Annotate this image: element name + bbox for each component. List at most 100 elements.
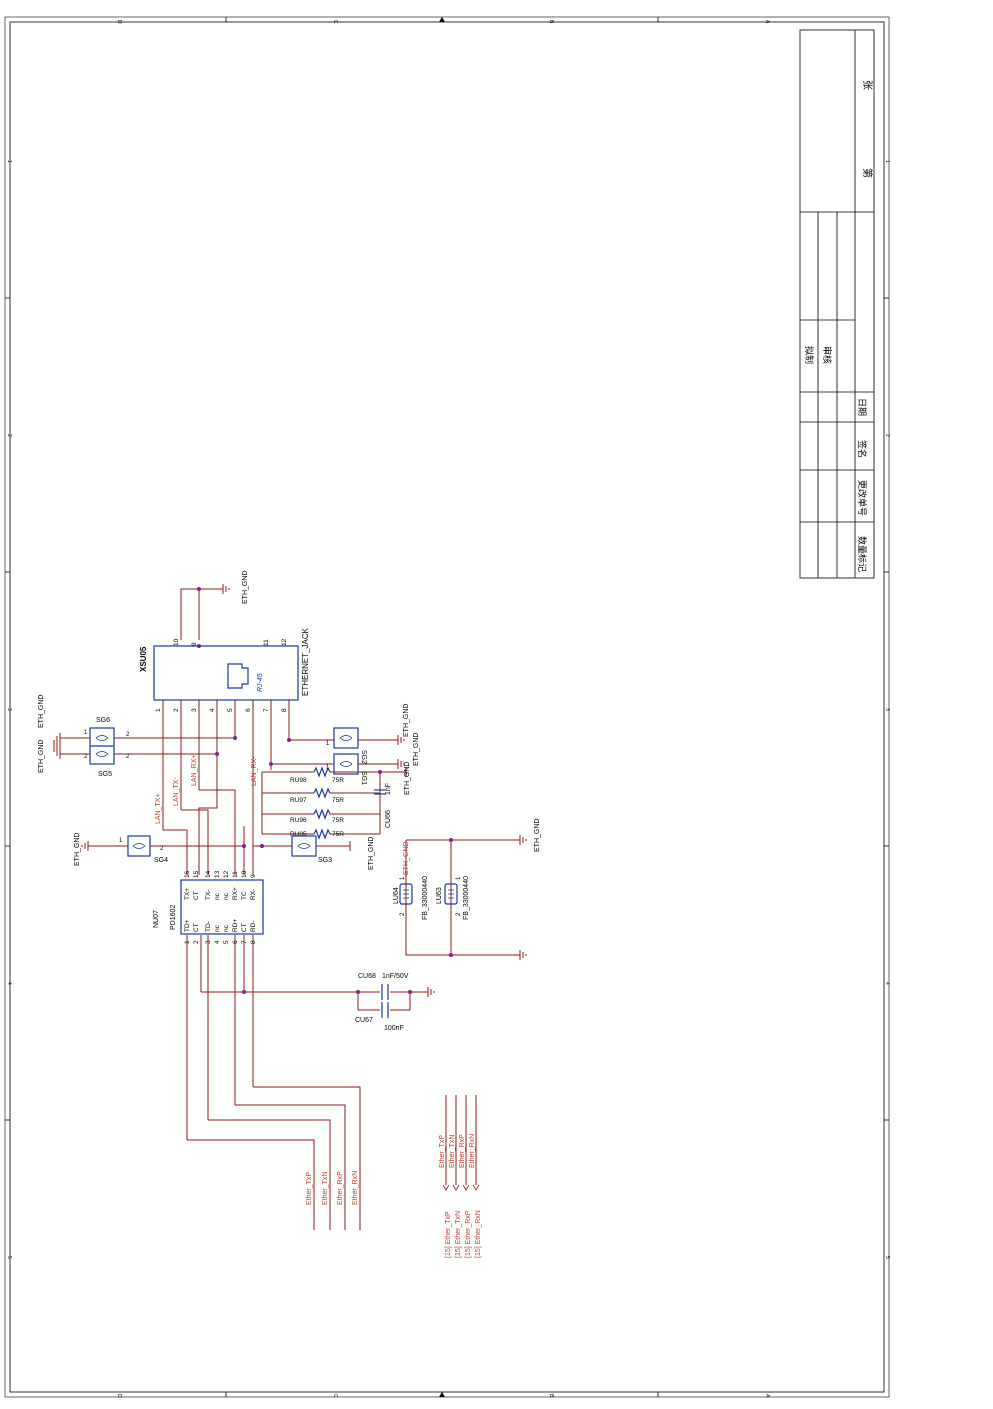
- xf-top-pin-name: TC: [241, 891, 248, 900]
- net-eth-gnd-red: ETH_GND: [403, 842, 410, 875]
- svg-text:1: 1: [119, 838, 123, 844]
- xf-bottom-pin-name: TD-: [205, 921, 212, 932]
- svg-text:Ether_RxP: Ether_RxP: [337, 1171, 344, 1205]
- svg-text:[15] Ether_RxN: [15] Ether_RxN: [475, 1210, 482, 1258]
- svg-text:3: 3: [191, 708, 198, 712]
- zone-number: 4: [6, 982, 12, 985]
- components: [89, 645, 458, 1018]
- center-mark-bottom: [439, 1392, 445, 1397]
- xf-bottom-pin-number: 6: [232, 940, 239, 944]
- svg-text:2: 2: [400, 912, 406, 916]
- sg1-tube: [333, 753, 359, 775]
- sg2-tube: [333, 727, 359, 749]
- zone-letter: C: [332, 20, 338, 24]
- svg-text:1: 1: [84, 730, 88, 736]
- zone-letter: B: [548, 1394, 554, 1398]
- cu68-ref: CU68: [358, 973, 376, 980]
- svg-text:Ether_TxP: Ether_TxP: [306, 1172, 313, 1205]
- svg-text:5: 5: [227, 708, 234, 712]
- xf-top-pin-number: 11: [232, 871, 239, 878]
- zone-number: 2: [6, 434, 12, 437]
- ru95-resistor: [313, 828, 331, 840]
- header-change-no: 更改单号: [856, 480, 868, 516]
- svg-text:SG5: SG5: [98, 771, 112, 778]
- xf-bottom-pin-name: RD+: [232, 919, 239, 932]
- ru96-resistor: [313, 808, 331, 820]
- net-lan-tx-minus: LAN_TX-: [173, 777, 180, 806]
- ground-icon: [222, 584, 230, 594]
- outer-frame: [9, 21, 885, 1393]
- svg-text:2: 2: [126, 732, 130, 738]
- svg-text:6: 6: [245, 708, 252, 712]
- svg-text:Ether_RxN: Ether_RxN: [469, 1134, 476, 1168]
- ground-icon: [519, 950, 527, 960]
- ethernet-jack: [153, 645, 299, 701]
- zone-number: 2: [884, 434, 890, 437]
- rj45-icon: [227, 663, 249, 689]
- zone-number: 1: [6, 160, 12, 163]
- xf-top-pin-number: 12: [223, 870, 230, 878]
- svg-text:RU96: RU96: [290, 817, 307, 824]
- net-lan-rx-minus: LAN_RX-: [251, 756, 258, 786]
- zone-letter: D: [116, 20, 122, 24]
- xf-top-pin-number: 14: [205, 870, 212, 878]
- svg-text:1: 1: [456, 876, 462, 880]
- xf-bottom-pin-name: nc: [223, 924, 230, 932]
- header-date: 日期: [856, 398, 867, 416]
- zone-number: 1: [884, 160, 890, 163]
- zone-letter: D: [116, 1394, 122, 1398]
- svg-text:2: 2: [160, 846, 164, 852]
- svg-text:12: 12: [281, 638, 288, 646]
- svg-text:ETH_GND: ETH_GND: [368, 837, 375, 870]
- svg-text:11: 11: [263, 639, 270, 646]
- svg-text:[15] Ether_TxP: [15] Ether_TxP: [445, 1211, 452, 1258]
- header-mark: 标记: [856, 554, 868, 572]
- zone-letter: B: [548, 20, 554, 24]
- wires: [60, 588, 520, 1230]
- header-sign: 签名: [856, 440, 868, 458]
- svg-text:Ether_RxN: Ether_RxN: [352, 1171, 359, 1205]
- xf-top-pin-number: 13: [214, 870, 221, 878]
- svg-text:RU95: RU95: [290, 831, 307, 838]
- svg-text:2: 2: [126, 754, 130, 760]
- xf-top-pin-number: 15: [193, 870, 200, 878]
- svg-text:9: 9: [191, 642, 198, 646]
- svg-text:SG1: SG1: [360, 771, 367, 785]
- lu63-value: FB_33000440: [463, 876, 470, 920]
- svg-text:[15] Ether_RxP: [15] Ether_RxP: [465, 1210, 472, 1258]
- tube-labels: SG6 SG5 SG2 SG1 SG4 SG3 1 2 1 2 2 2 1 1: [84, 717, 367, 864]
- xf-top-pin-name: RX+: [232, 887, 239, 900]
- gnd-labels: ETH_GND ETH_GND ETH_GND ETH_GND ETH_GND …: [38, 571, 541, 870]
- xf-bottom-pin-name: CT: [241, 923, 248, 932]
- svg-text:ETH_GND: ETH_GND: [242, 571, 249, 604]
- zone-number: 5: [884, 1256, 890, 1259]
- sheet-label: 第: [861, 168, 874, 178]
- svg-text:4: 4: [209, 708, 216, 712]
- svg-text:1: 1: [400, 876, 406, 880]
- ground-symbols: [53, 584, 527, 997]
- svg-text:[15] Ether_TxN: [15] Ether_TxN: [455, 1211, 462, 1258]
- svg-text:1: 1: [155, 708, 162, 712]
- svg-text:ETH_GND: ETH_GND: [403, 704, 410, 737]
- lu64-bead: [399, 883, 413, 905]
- ground-icon: [53, 733, 61, 759]
- svg-text:7: 7: [263, 708, 270, 712]
- port-labels: [15] Ether_TxP [15] Ether_TxN [15] Ether…: [445, 1210, 482, 1258]
- port-arrows: [442, 1184, 480, 1191]
- net-lan-rx-plus: LAN_RX+: [191, 755, 198, 786]
- svg-text:RU97: RU97: [290, 797, 307, 804]
- lu63-bead: [444, 883, 458, 905]
- svg-text:2: 2: [173, 708, 180, 712]
- zone-number: 4: [884, 982, 890, 985]
- outer-frame-2: [4, 16, 890, 1398]
- cu68-value: 1nF/50V: [382, 973, 409, 980]
- svg-text:75R: 75R: [332, 797, 344, 804]
- xf-bottom-pin-number: 8: [250, 940, 257, 944]
- junctions: [197, 587, 453, 994]
- svg-text:ETH_GND: ETH_GND: [74, 833, 81, 866]
- zone-number: 3: [6, 708, 12, 711]
- ether-net-labels: Ether_TxP Ether_TxN Ether_RxP Ether_RxN: [306, 1171, 359, 1205]
- lu64-ref: LU64: [393, 887, 400, 904]
- xf-bottom-pin-name: CT: [193, 923, 200, 932]
